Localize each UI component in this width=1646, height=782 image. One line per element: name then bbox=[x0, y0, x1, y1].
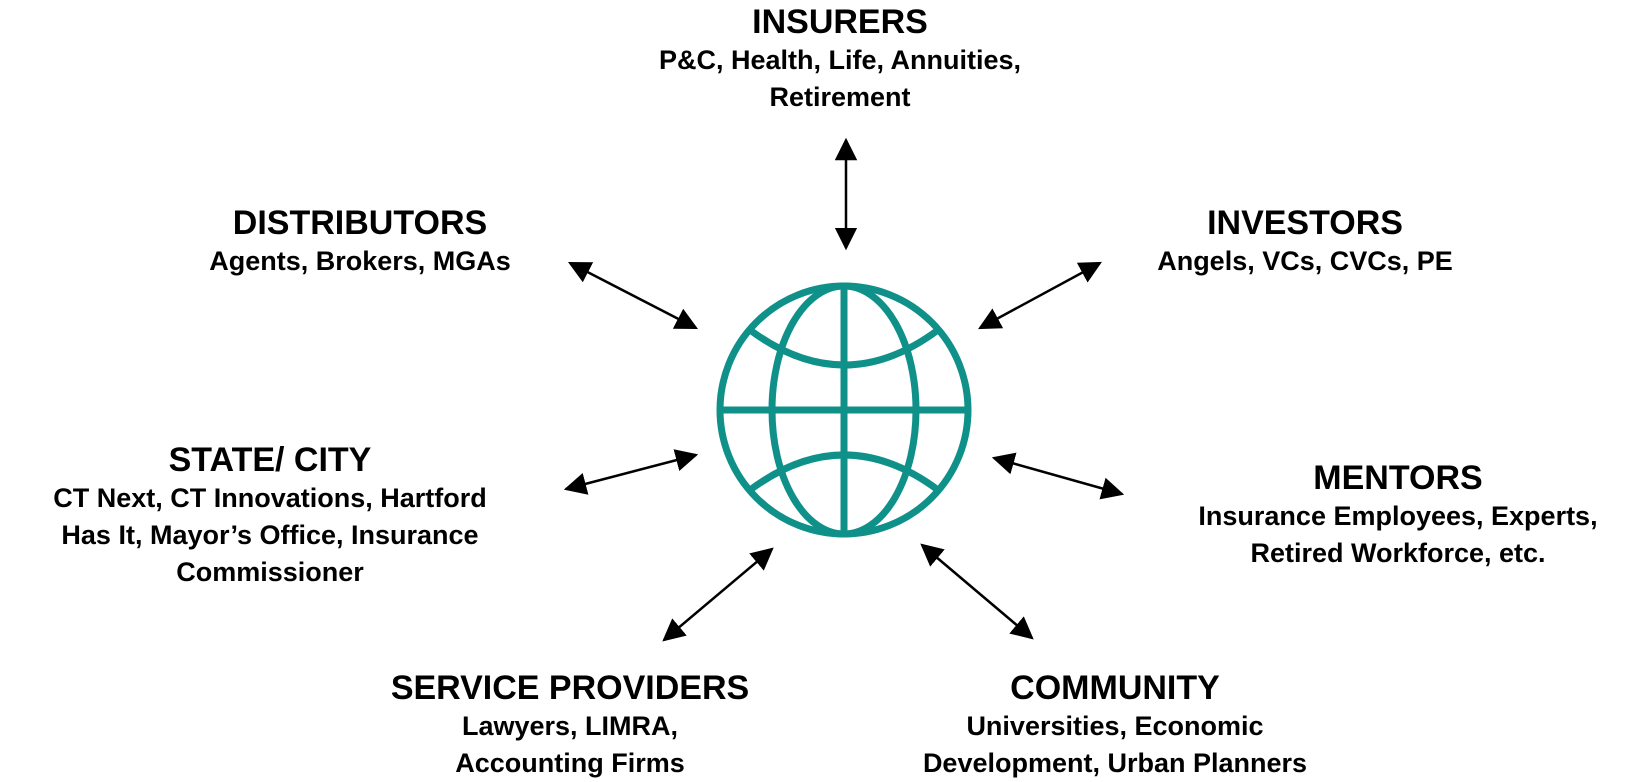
arrow-mentors bbox=[991, 452, 1125, 500]
arrow-state-city bbox=[563, 449, 699, 495]
node-mentors: MENTORS Insurance Employees, Experts, Re… bbox=[1150, 458, 1646, 572]
node-distributors: DISTRIBUTORS Agents, Brokers, MGAs bbox=[160, 203, 560, 280]
node-mentors-desc: Insurance Employees, Experts, Retired Wo… bbox=[1198, 501, 1598, 568]
node-distributors-desc: Agents, Brokers, MGAs bbox=[209, 246, 511, 276]
node-state-city: STATE/ CITY CT Next, CT Innovations, Har… bbox=[0, 440, 540, 591]
node-insurers-desc: P&C, Health, Life, Annuities, Retirement bbox=[658, 45, 1022, 112]
globe-icon bbox=[716, 282, 972, 538]
node-investors-title: INVESTORS bbox=[1207, 204, 1403, 242]
node-insurers-title: INSURERS bbox=[752, 3, 928, 41]
node-distributors-title: DISTRIBUTORS bbox=[232, 204, 488, 242]
node-investors: INVESTORS Angels, VCs, CVCs, PE bbox=[1095, 203, 1515, 280]
node-state-city-title: STATE/ CITY bbox=[168, 441, 372, 479]
node-service-providers-desc: Lawyers, LIMRA, Accounting Firms bbox=[455, 711, 685, 778]
node-state-city-desc: CT Next, CT Innovations, Hartford Has It… bbox=[53, 483, 487, 587]
arrow-community bbox=[920, 543, 1034, 640]
node-community: COMMUNITY Universities, Economic Develop… bbox=[890, 668, 1340, 782]
node-community-title: COMMUNITY bbox=[1010, 669, 1220, 707]
arrow-service-providers bbox=[662, 547, 774, 642]
node-mentors-title: MENTORS bbox=[1313, 459, 1483, 497]
node-community-desc: Universities, Economic Development, Urba… bbox=[922, 711, 1308, 778]
node-service-providers: SERVICE PROVIDERS Lawyers, LIMRA, Accoun… bbox=[360, 668, 780, 782]
arrow-investors bbox=[978, 261, 1102, 330]
node-service-providers-title: SERVICE PROVIDERS bbox=[390, 669, 750, 707]
node-investors-desc: Angels, VCs, CVCs, PE bbox=[1157, 246, 1453, 276]
arrow-distributors bbox=[568, 261, 698, 330]
node-insurers: INSURERS P&C, Health, Life, Annuities, R… bbox=[590, 2, 1090, 116]
